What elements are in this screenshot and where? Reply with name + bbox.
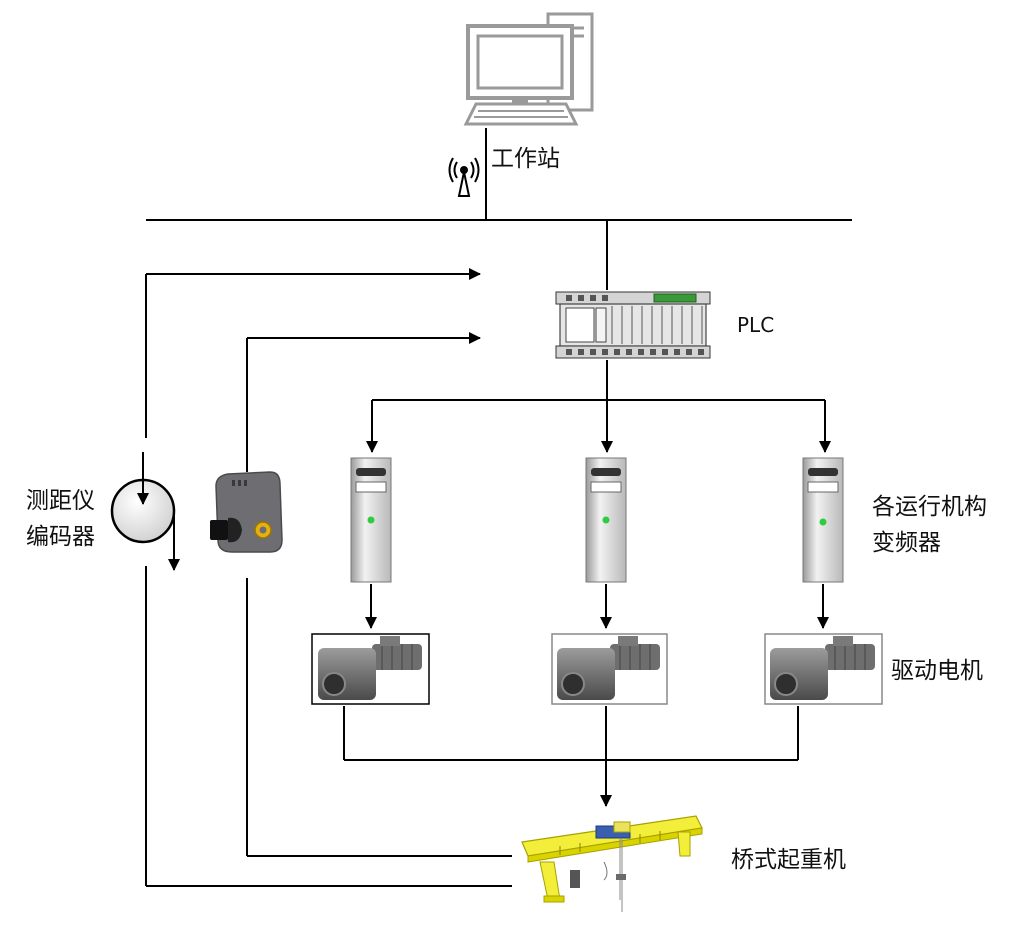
wireless-antenna-icon xyxy=(448,157,480,197)
inverter-to-motor-lines xyxy=(365,584,829,629)
workstation-computer-icon xyxy=(463,12,594,126)
inverters-label: 各运行机构 xyxy=(872,494,987,520)
encoder-label: 编码器 xyxy=(26,524,95,550)
plc-to-inverter-lines xyxy=(366,360,831,453)
workstation-label: 工作站 xyxy=(491,146,560,172)
inverter-icon xyxy=(350,457,392,583)
plc-label: PLC xyxy=(737,313,775,337)
inverter-icon xyxy=(802,457,844,583)
inverter-icon xyxy=(585,457,627,583)
laser-rangefinder-icon xyxy=(210,471,283,553)
feedback-lines xyxy=(145,268,512,887)
drive-motor-icon xyxy=(764,633,883,705)
connection-lines xyxy=(146,128,852,290)
drive-motor-icon xyxy=(311,633,430,705)
motor-to-crane-lines xyxy=(343,706,799,807)
plc-rack-icon xyxy=(555,291,711,359)
encoder-icon xyxy=(110,452,180,571)
rangefinder-label: 测距仪 xyxy=(26,488,95,514)
inverters-label-line2: 变频器 xyxy=(872,530,941,556)
drive-motor-icon xyxy=(551,633,668,705)
motors-label: 驱动电机 xyxy=(891,658,983,684)
bridge-crane-icon xyxy=(521,815,703,912)
crane-label: 桥式起重机 xyxy=(731,847,846,873)
